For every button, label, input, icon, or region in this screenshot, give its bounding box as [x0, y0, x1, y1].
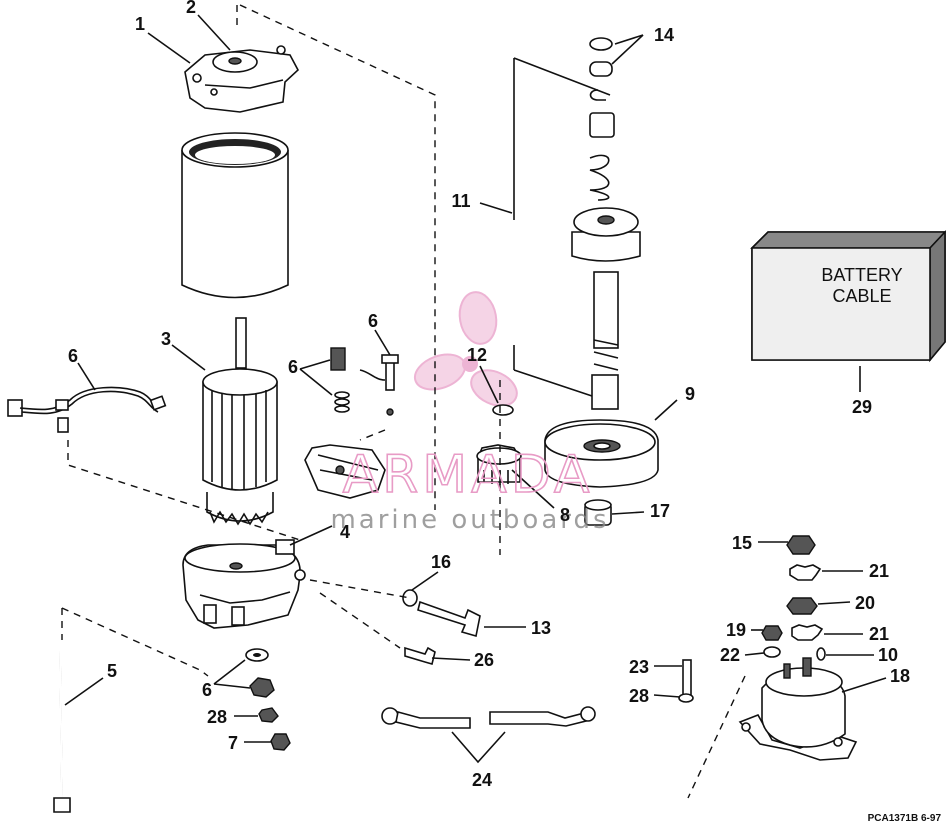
callout-28-left: 28: [207, 707, 227, 727]
callout-17: 17: [650, 501, 670, 521]
callout-9: 9: [685, 384, 695, 404]
callout-2: 2: [186, 0, 196, 17]
callout-29: 29: [852, 397, 872, 417]
callout-13: 13: [531, 618, 551, 638]
callout-11: 11: [451, 191, 470, 211]
callout-18: 18: [890, 666, 910, 686]
callout-6-washer: 6: [202, 680, 212, 700]
callout-5: 5: [107, 661, 117, 681]
callout-10: 10: [878, 645, 898, 665]
callout-6-wire: 6: [68, 346, 78, 366]
part-3-armature: [202, 317, 278, 526]
part-13-bolt: [402, 589, 481, 638]
callout-20: 20: [855, 593, 875, 613]
brush-holder-assembly: [304, 347, 399, 499]
leader-lines: [64, 14, 887, 743]
part-29-battery-cable-box[interactable]: BATTERY CABLE: [750, 229, 946, 392]
part-6-wire-lead: [7, 386, 301, 541]
callout-4: 4: [340, 522, 350, 542]
part-26-screw: [404, 646, 436, 665]
watermark-logo: [413, 291, 518, 407]
callout-28-right: 28: [629, 686, 649, 706]
lower-hardware: [245, 648, 291, 751]
callout-6-brush: 6: [288, 357, 298, 377]
callout-8: 8: [560, 505, 570, 525]
callout-19: 19: [726, 620, 746, 640]
callout-26: 26: [474, 650, 494, 670]
callout-14: 14: [654, 25, 674, 45]
part-9-large-gear: [544, 419, 659, 488]
callout-3: 3: [161, 329, 171, 349]
callout-21-upper: 21: [869, 561, 889, 581]
battery-cable-label-line2: CABLE: [832, 286, 891, 306]
callout-1: 1: [135, 14, 145, 34]
figure-code: PCA1371B 6-97: [868, 813, 942, 824]
part-12-snap-ring: [492, 404, 514, 416]
part-4-commutator-end-cap: [182, 539, 306, 629]
callout-15: 15: [732, 533, 752, 553]
callout-21-lower: 21: [869, 624, 889, 644]
callout-24: 24: [472, 770, 492, 790]
callout-12: 12: [467, 345, 487, 365]
battery-cable-label-line1: BATTERY: [821, 265, 902, 285]
part-11-starter-drive: [513, 37, 641, 410]
solenoid-hardware: [678, 535, 826, 799]
part-5-through-bolt: [53, 608, 71, 813]
callout-6-screw: 6: [368, 311, 378, 331]
part-17-bushing: [584, 499, 612, 526]
frame-housing: [181, 132, 289, 299]
callout-16: 16: [431, 552, 451, 572]
watermark-brand: ARMADA: [343, 445, 594, 505]
callout-labels: 1 2 3 4 5 6 6 6 6 7 8 9 10 11 12 13 14 1…: [68, 0, 910, 790]
part-8-small-gear: [476, 444, 522, 485]
watermark-tagline: marine outboards: [330, 505, 609, 535]
assembly-guide-lines: [61, 4, 501, 677]
callout-7: 7: [228, 733, 238, 753]
callout-23: 23: [629, 657, 649, 677]
part-18-solenoid: [738, 657, 858, 761]
part-1-end-cap: [184, 45, 299, 113]
callout-22: 22: [720, 645, 740, 665]
part-24-cables: [381, 706, 596, 764]
